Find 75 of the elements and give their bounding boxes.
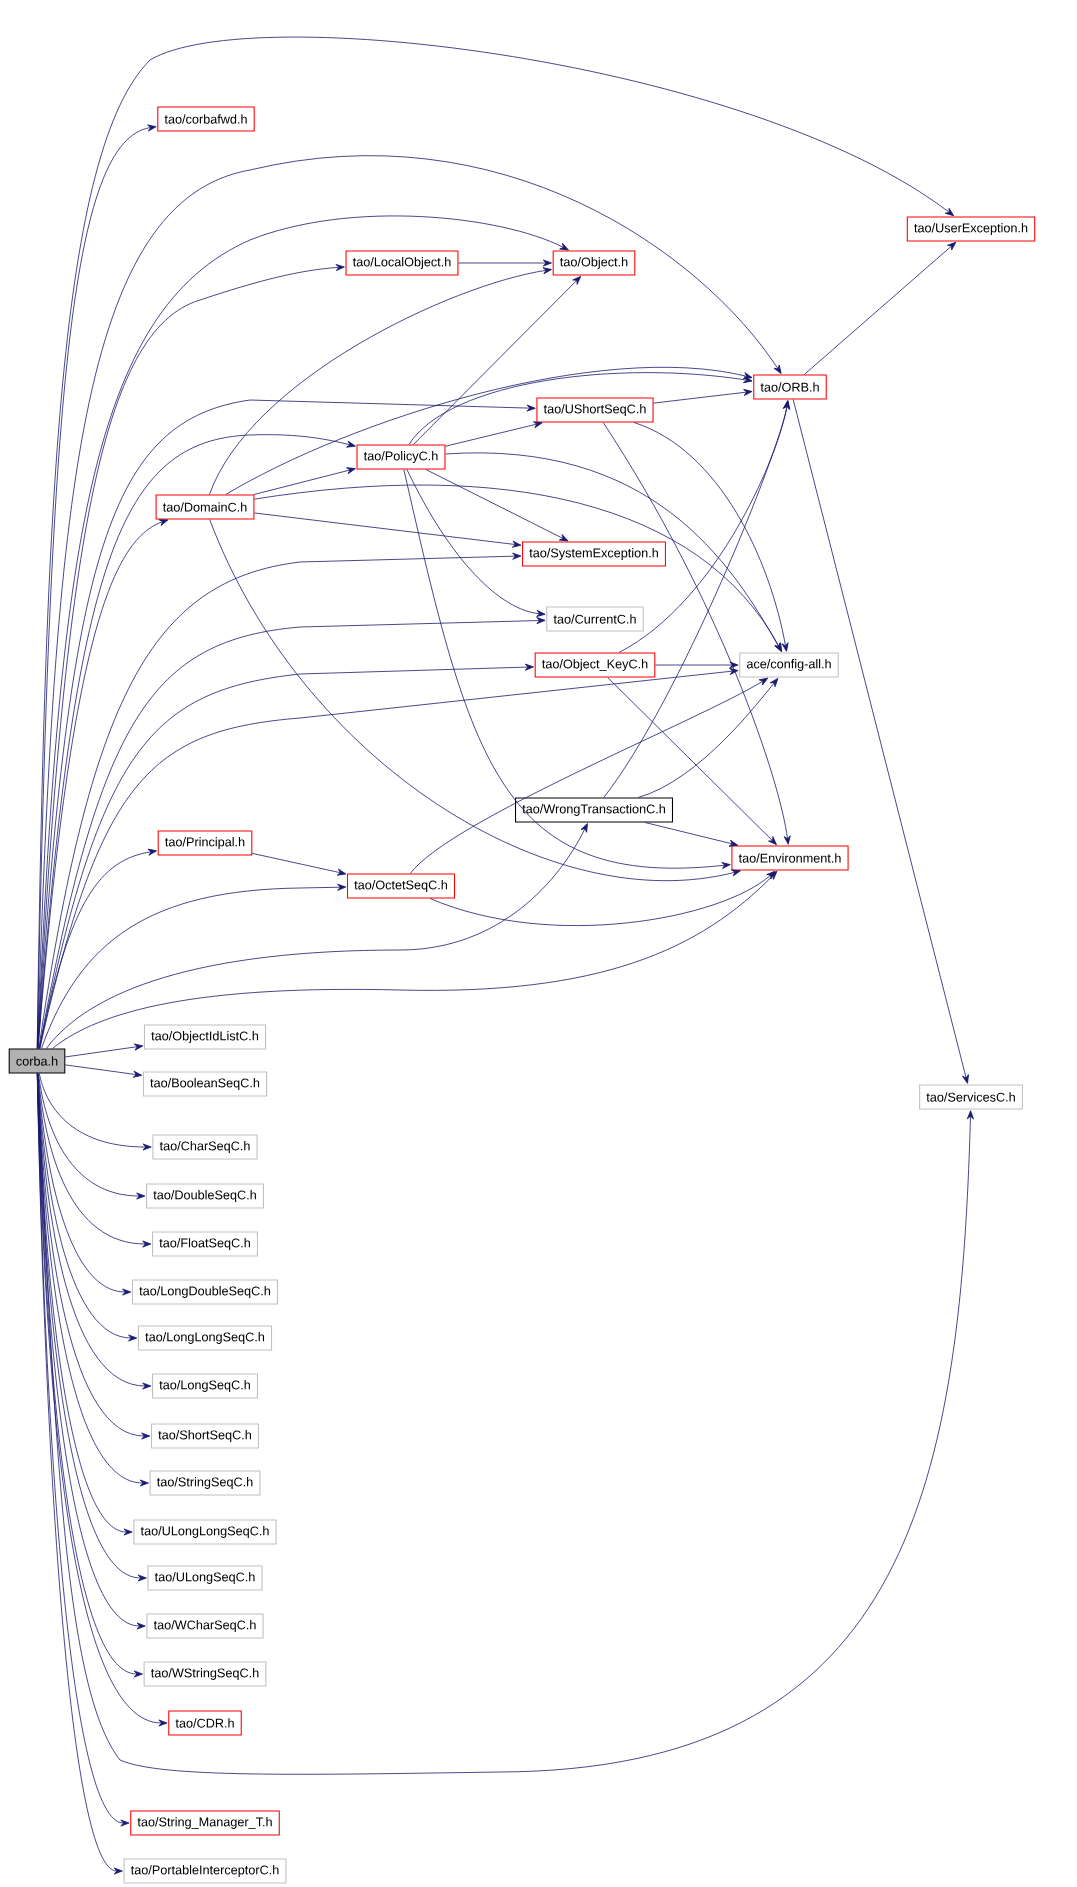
arrow [251,853,347,876]
file-box: tao/ObjectIdListC.h [143,1024,267,1050]
file-box: tao/PortableInterceptorC.h [123,1858,287,1884]
arrow [253,467,356,495]
arrow [403,469,731,869]
arrow [408,372,753,445]
file-box: tao/SystemException.h [522,541,666,567]
arrow [409,677,769,874]
arrow [413,275,582,445]
arrow [425,469,569,542]
file-box: tao/DomainC.h [155,494,255,520]
file-box: tao/WCharSeqC.h [146,1613,264,1639]
arrow [644,822,739,847]
arrow [45,823,588,1049]
file-box: tao/ORB.h [753,374,827,400]
file-box: tao/ShortSeqC.h [150,1423,260,1449]
file-box: tao/LongLongSeqC.h [137,1325,273,1351]
file-box: tao/LocalObject.h [345,250,459,276]
arrow [39,667,739,1049]
arrow [37,1073,132,1296]
arrow [792,399,969,1084]
arrow [37,399,536,1049]
file-box: tao/WrongTransactionC.h [515,797,673,823]
arrow [41,883,347,1049]
arrow [637,678,779,798]
arrow [429,870,776,926]
file-box: tao/ULongLongSeqC.h [133,1519,277,1545]
arrow [803,241,957,375]
file-box: tao/UserException.h [906,216,1036,242]
arrow [38,1073,146,1200]
file-box: tao/CurrentC.h [546,606,644,632]
file-box: tao/corbafwd.h [157,106,255,132]
file-box: tao/Object_KeyC.h [534,652,656,678]
arrow [445,452,782,652]
arrow [209,519,741,881]
file-box: tao/UShortSeqC.h [536,397,654,423]
file-box: tao/FloatSeqC.h [152,1231,258,1257]
arrow [458,259,552,267]
file-box: tao/Principal.h [157,830,253,856]
arrow [225,366,753,495]
file-box: tao/WStringSeqC.h [143,1661,267,1687]
arrow [52,870,778,1049]
file-box: ace/config-all.h [739,652,839,678]
arrow [607,677,777,846]
arrow [406,469,546,617]
arrow [603,400,790,798]
file-box: tao/ServicesC.h [919,1084,1023,1110]
arrow [38,552,522,1049]
arrow [633,422,789,652]
file-box: tao/LongDoubleSeqC.h [131,1279,279,1305]
file-box: corba.h [8,1048,66,1074]
file-box: tao/LongSeqC.h [152,1373,258,1399]
file-box: tao/String_Manager_T.h [130,1810,280,1836]
arrow [37,519,169,1049]
file-box: tao/StringSeqC.h [149,1470,261,1496]
arrow [37,1073,138,1342]
arrow [64,1043,144,1058]
file-box: tao/PolicyC.h [356,444,446,470]
arrow [254,512,522,548]
arrow [654,661,739,669]
file-box: tao/CDR.h [168,1710,242,1736]
arrow [209,267,552,495]
file-box: tao/BooleanSeqC.h [142,1071,268,1097]
file-box: tao/DoubleSeqC.h [146,1183,264,1209]
arrow [64,1064,143,1078]
arrow [39,848,157,1049]
arrow [602,422,791,845]
file-box: tao/Environment.h [731,845,849,871]
arrow [38,1073,152,1151]
file-box: tao/Object.h [552,250,636,276]
file-box: tao/OctetSeqC.h [346,873,456,899]
file-box: tao/ULongSeqC.h [147,1565,263,1591]
arrow [445,421,543,447]
arrow [653,388,753,404]
file-box: tao/CharSeqC.h [152,1134,258,1160]
